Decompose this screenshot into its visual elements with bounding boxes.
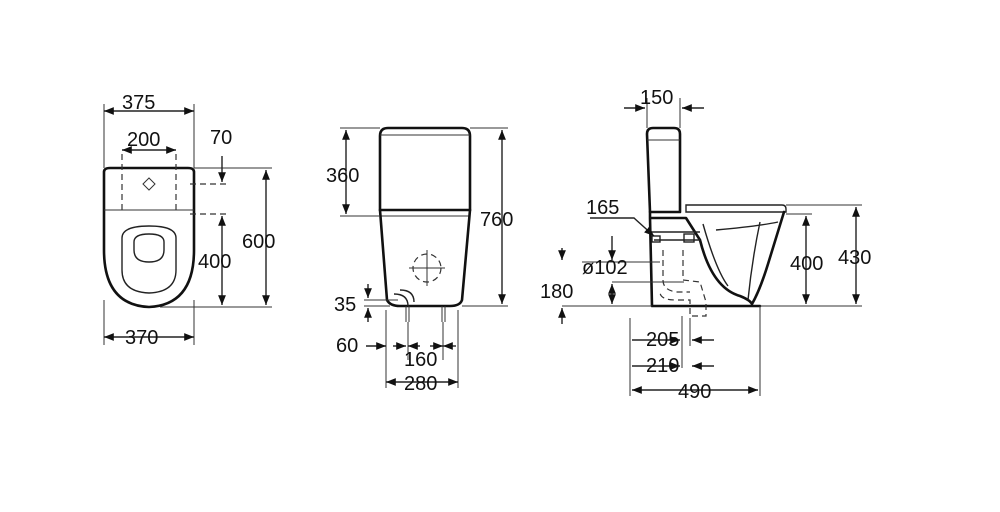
front-view-cistern — [378, 126, 472, 212]
dim-label-180: 180 — [540, 281, 573, 303]
top-view-bowl — [121, 225, 177, 294]
dim-label-430: 430 — [838, 247, 871, 269]
dim-label-60: 60 — [336, 335, 358, 357]
dim-label-200: 200 — [127, 129, 160, 151]
dim-label-375: 375 — [122, 92, 155, 114]
front-view: 360 760 35 60 160 280 — [326, 126, 513, 395]
dim-label-370: 370 — [125, 327, 158, 349]
dim-label-600: 600 — [242, 231, 275, 253]
dim-label-360: 360 — [326, 165, 359, 187]
side-view-cistern — [645, 126, 682, 214]
dim-label-165: 165 — [586, 197, 619, 219]
dim-label-400: 400 — [198, 251, 231, 273]
dim-label-280: 280 — [404, 373, 437, 395]
dim-label-70: 70 — [210, 127, 232, 149]
top-view-outline — [102, 166, 196, 309]
side-view-bowl — [648, 210, 786, 308]
dim-label-400-side: 400 — [790, 253, 823, 275]
dim-label-210: 210 — [646, 355, 679, 377]
outlet-crosshair — [409, 250, 445, 286]
dim-label-760: 760 — [480, 209, 513, 231]
side-view-seat — [685, 204, 787, 213]
top-view: 375 200 70 400 600 370 — [102, 92, 275, 349]
dim-label-35: 35 — [334, 294, 356, 316]
dim-label-d102: ø102 — [582, 257, 628, 279]
dim-label-150: 150 — [640, 87, 673, 109]
dim-label-490: 490 — [678, 381, 711, 403]
dim-label-160: 160 — [404, 349, 437, 371]
dim-label-205: 205 — [646, 329, 679, 351]
side-view: 150 165 ø102 180 400 430 205 210 490 — [540, 87, 871, 403]
front-view-pan — [378, 208, 472, 308]
side-view-outlet-pipe — [659, 250, 707, 317]
